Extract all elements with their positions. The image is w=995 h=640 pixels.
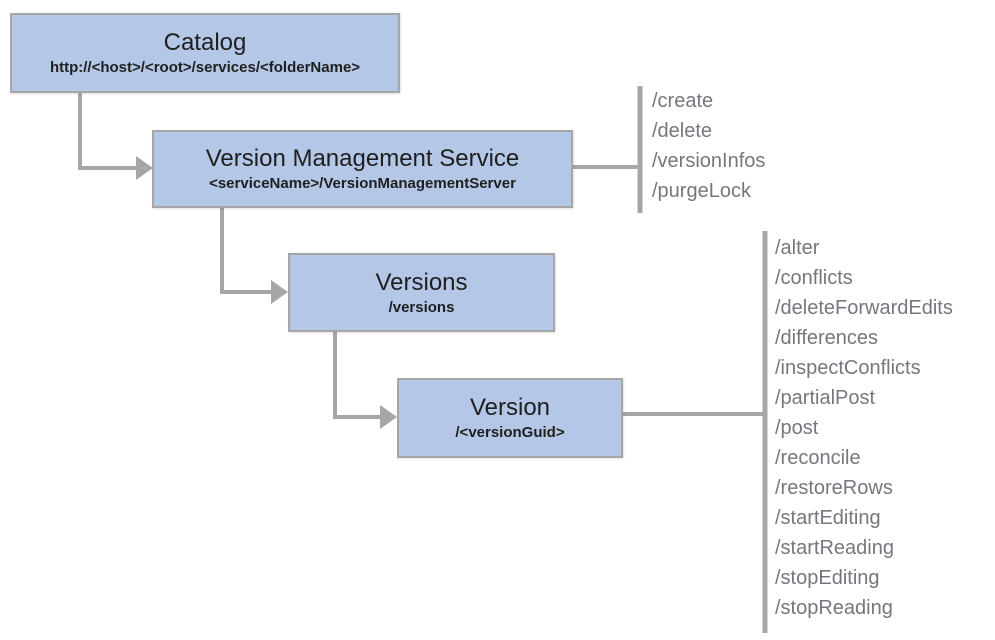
arrowhead-icon: [271, 280, 288, 304]
node-subtitle: <serviceName>/VersionManagementServer: [209, 175, 516, 192]
node-subtitle: /<versionGuid>: [455, 424, 565, 441]
operation-label: /create: [652, 90, 714, 112]
connector-versions-to-version: [333, 331, 380, 419]
operation-label: /inspectConflicts: [775, 357, 921, 379]
node-title: Version: [469, 394, 551, 421]
operation-label: /startReading: [775, 537, 894, 559]
operation-label: /purgeLock: [652, 180, 751, 202]
operation-label: /startEditing: [775, 507, 881, 529]
operation-label: /stopReading: [775, 597, 893, 619]
vms-operations-list: /create/delete/versionInfos/purgeLock: [652, 86, 765, 206]
arrowhead-icon: [136, 156, 153, 180]
arrowhead-icon: [380, 405, 397, 429]
operation-label: /delete: [652, 120, 713, 142]
operation-label: /differences: [775, 327, 879, 349]
operation-label: /deleteForwardEdits: [775, 297, 953, 319]
operation-label: /conflicts: [775, 267, 853, 289]
node-title: Version Management Service: [205, 145, 520, 172]
node-version: Version /<versionGuid>: [397, 378, 623, 458]
operation-label: /post: [775, 417, 819, 439]
operation-label: /reconcile: [775, 447, 861, 469]
node-subtitle: /versions: [388, 298, 455, 316]
node-title: Versions: [375, 268, 468, 296]
version-operations-list: /alter/conflicts/deleteForwardEdits/diff…: [775, 233, 953, 623]
connector-catalog-to-vms: [78, 93, 136, 170]
operation-label: /versionInfos: [652, 150, 766, 172]
node-catalog: Catalog http://<host>/<root>/services/<f…: [10, 13, 400, 93]
operation-label: /restoreRows: [775, 477, 893, 499]
operation-label: /partialPost: [775, 387, 876, 409]
node-title: Catalog: [163, 29, 247, 56]
node-versions: Versions /versions: [288, 253, 555, 332]
node-version-management-service: Version Management Service <serviceName>…: [152, 130, 573, 208]
connector-vms-to-versions: [220, 208, 271, 294]
node-subtitle: http://<host>/<root>/services/<folderNam…: [49, 59, 361, 76]
operation-label: /alter: [775, 237, 820, 259]
operation-label: /stopEditing: [775, 567, 880, 589]
